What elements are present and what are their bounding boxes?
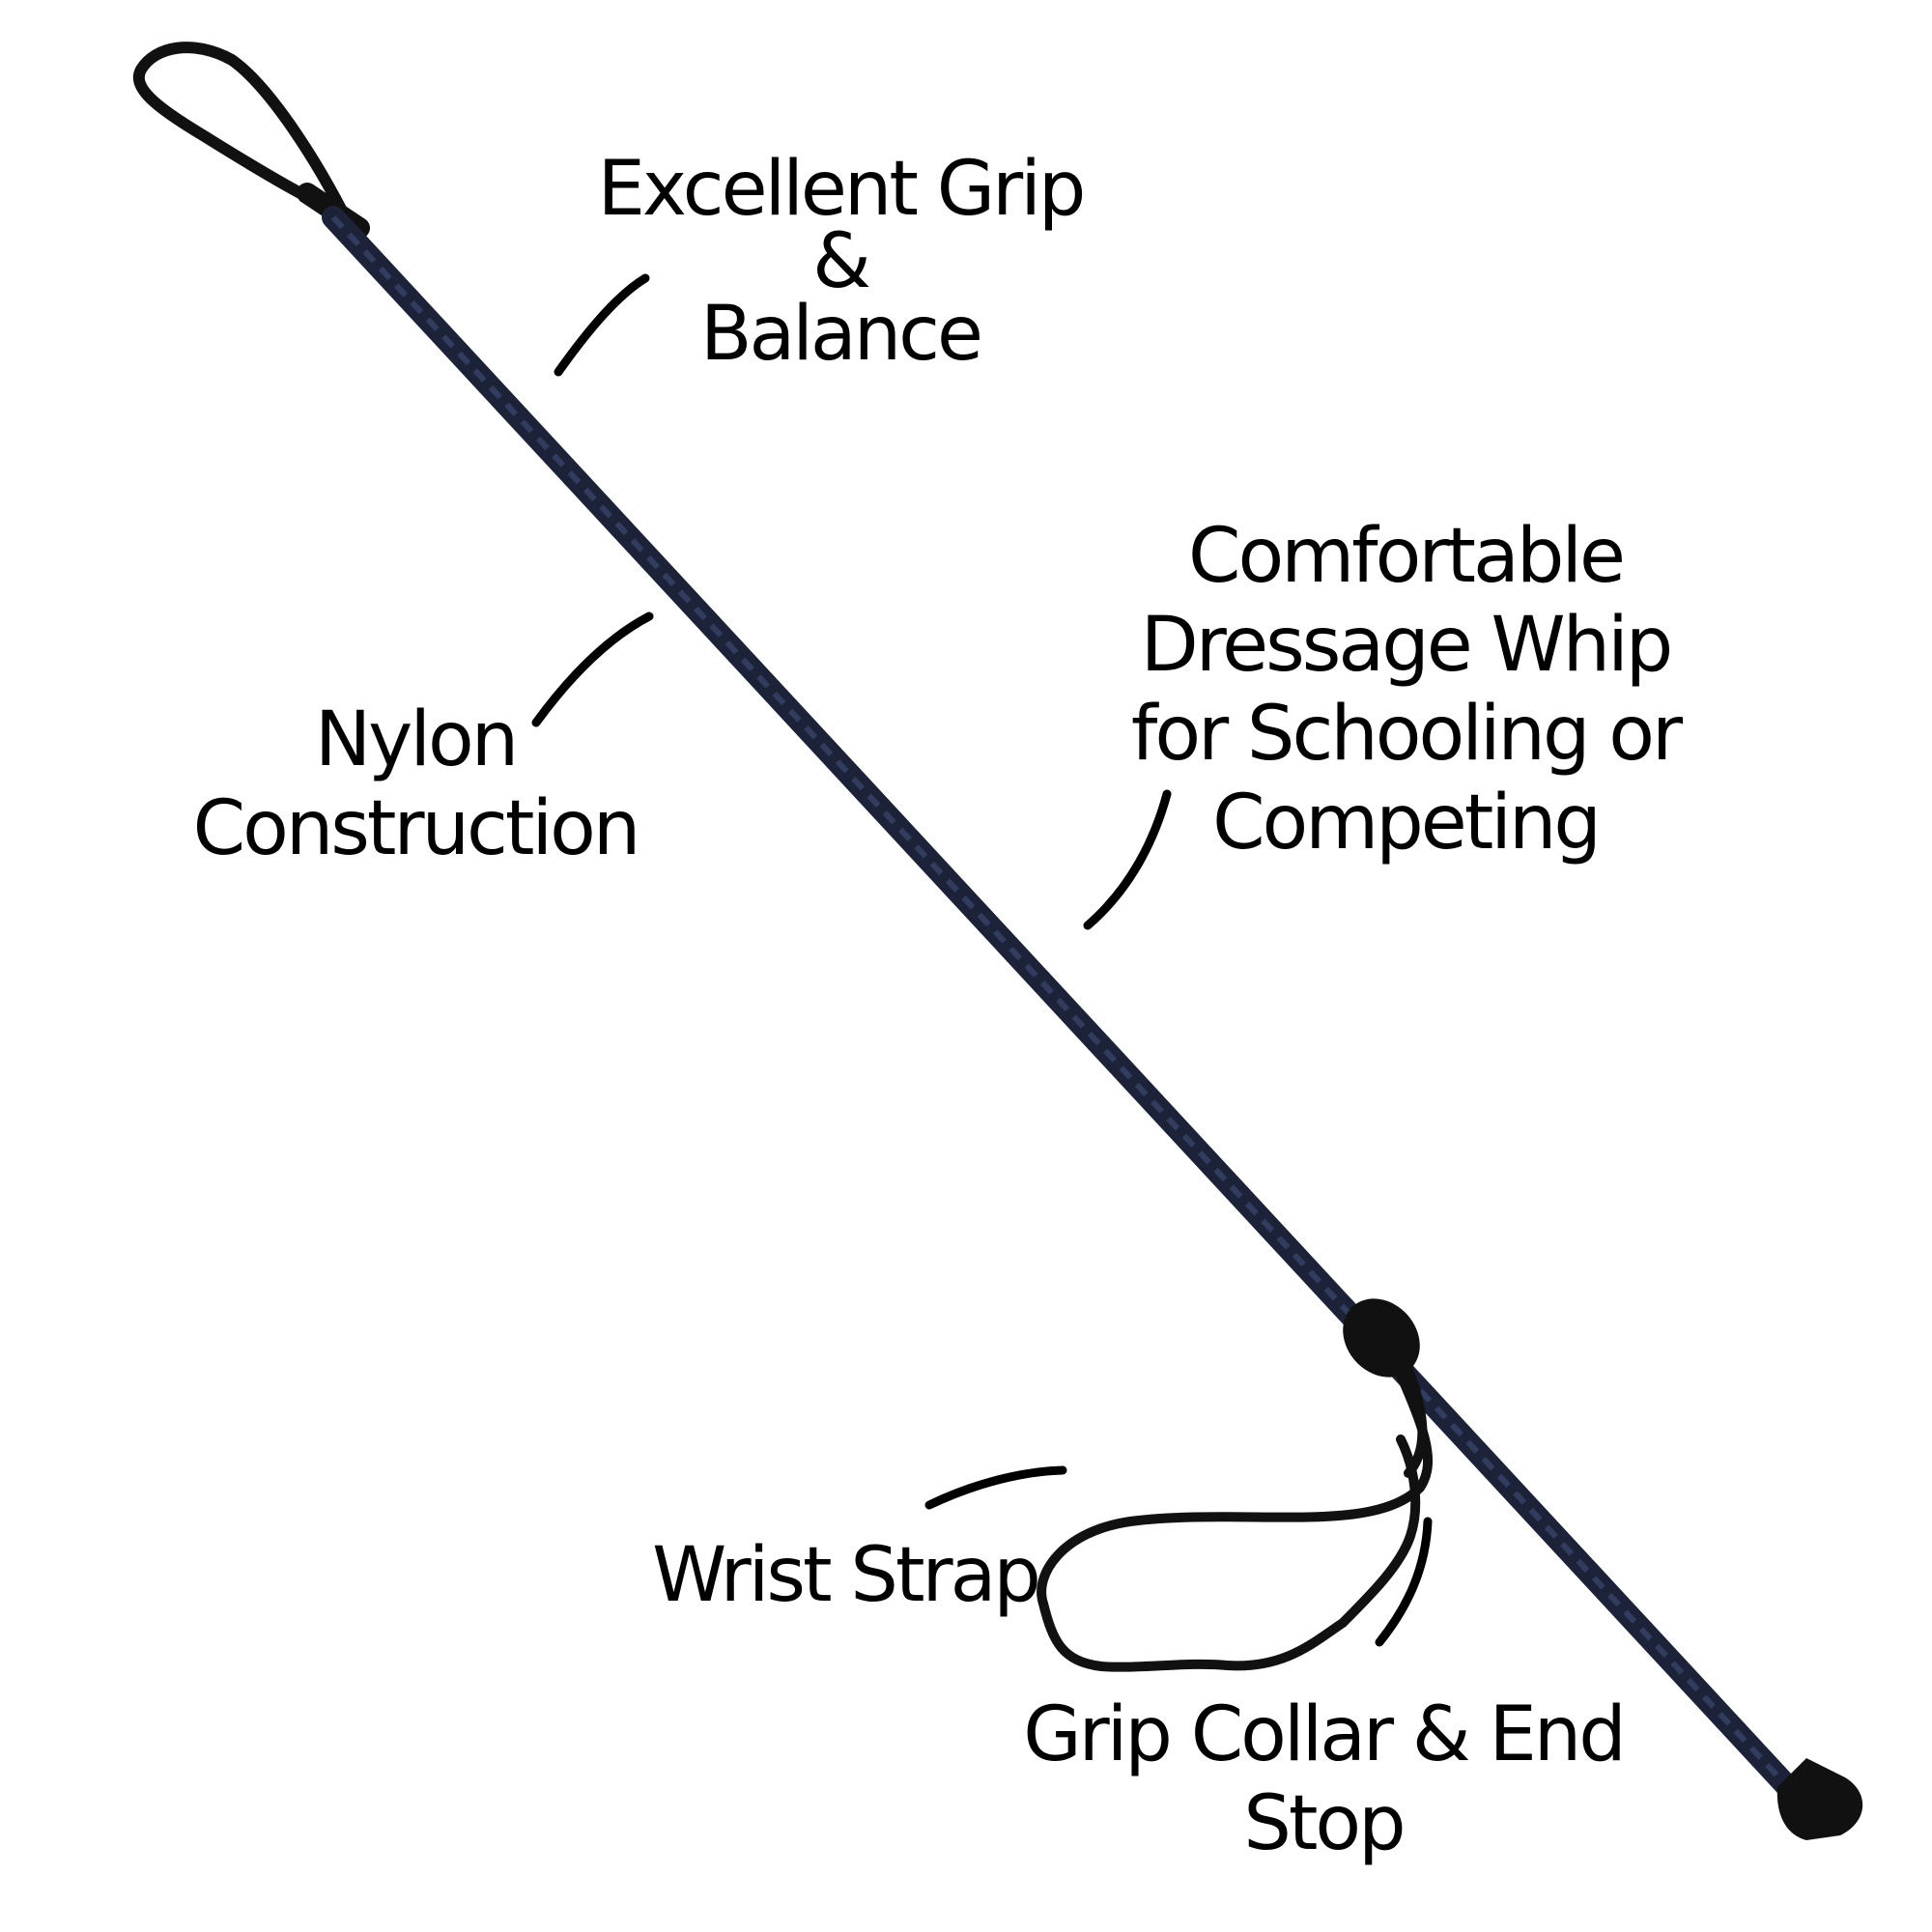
callout-wrist-strap: Wrist Strap bbox=[628, 1531, 1063, 1620]
callout-text: Grip Collar & End bbox=[1023, 1691, 1627, 1778]
top-loop bbox=[132, 42, 354, 228]
callout-text: Nylon bbox=[314, 696, 519, 783]
callout-text: Excellent Grip bbox=[597, 146, 1087, 233]
leader-collar bbox=[1375, 1517, 1433, 1647]
callout-text: & bbox=[812, 218, 871, 306]
leader-nylon bbox=[531, 611, 654, 727]
end-stop bbox=[1776, 1758, 1863, 1840]
callout-text: for Schooling or bbox=[1130, 691, 1683, 779]
callout-text: Dressage Whip bbox=[1140, 602, 1674, 690]
wrist-strap-loop bbox=[1037, 1348, 1433, 1672]
callout-nylon-construction: Nylon Construction bbox=[145, 696, 686, 873]
callout-text: Stop bbox=[1243, 1780, 1406, 1868]
leader-grip-balance bbox=[554, 273, 650, 377]
callout-comfortable: Comfortable Dressage Whip for Schooling … bbox=[1092, 512, 1719, 867]
callout-text: Construction bbox=[192, 785, 641, 873]
callout-text: Comfortable bbox=[1188, 513, 1626, 600]
callout-text: Competing bbox=[1212, 780, 1602, 867]
leader-comfortable bbox=[1083, 789, 1172, 930]
callout-text: Wrist Strap bbox=[652, 1532, 1041, 1619]
callout-text: Balance bbox=[699, 291, 983, 379]
leader-wrist bbox=[924, 1465, 1067, 1510]
wrist-strap-inner bbox=[1401, 1357, 1428, 1478]
callout-grip-balance: Excellent Grip & Balance bbox=[541, 145, 1140, 379]
callout-grip-collar-end-stop: Grip Collar & End Stop bbox=[985, 1690, 1662, 1868]
grip-collar bbox=[1343, 1298, 1420, 1378]
whip-shaft-braid bbox=[330, 214, 1800, 1800]
